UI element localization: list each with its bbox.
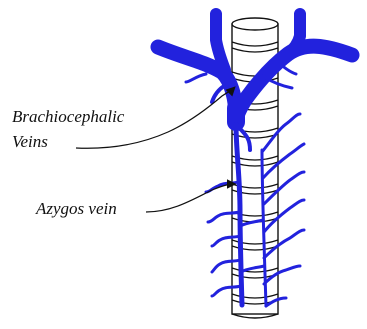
brachiocephalic-label: Brachiocephalic Veins [12, 88, 234, 151]
left-lower-tributary [186, 74, 206, 82]
azygos-label: Azygos vein [35, 184, 234, 218]
azygos-label-text: Azygos vein [35, 199, 117, 218]
brachiocephalic-label-line1: Brachiocephalic [12, 107, 125, 126]
brachiocephalic-label-line2: Veins [12, 132, 48, 151]
right-upper-branch [288, 14, 300, 54]
azygos-leader-line [146, 184, 234, 212]
left-upper-branch [216, 14, 225, 70]
trachea-top [232, 18, 278, 30]
